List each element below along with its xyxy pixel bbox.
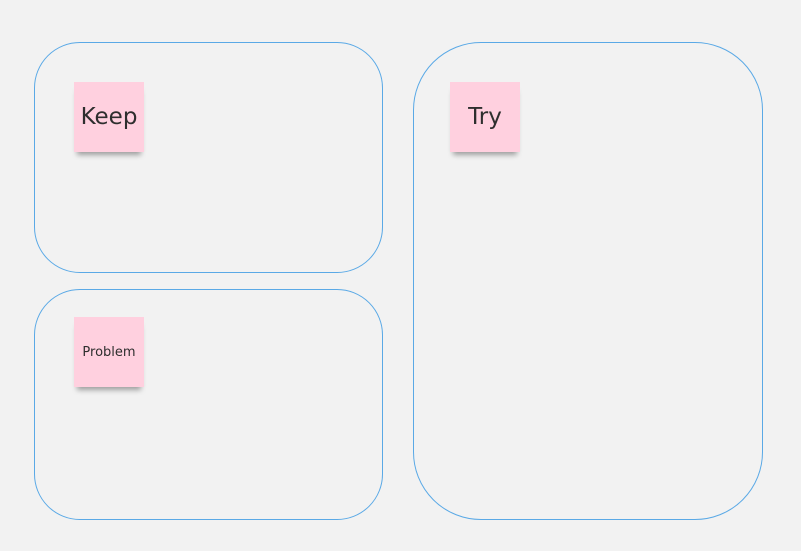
try-frame[interactable] (413, 42, 763, 520)
problem-sticky-note[interactable]: Problem (74, 317, 144, 387)
keep-sticky-label: Keep (80, 104, 138, 130)
keep-sticky-note[interactable]: Keep (74, 82, 144, 152)
keep-frame[interactable] (34, 42, 383, 273)
try-sticky-note[interactable]: Try (450, 82, 520, 152)
problem-sticky-label: Problem (82, 344, 136, 360)
try-sticky-label: Try (468, 104, 502, 130)
problem-frame[interactable] (34, 289, 383, 520)
